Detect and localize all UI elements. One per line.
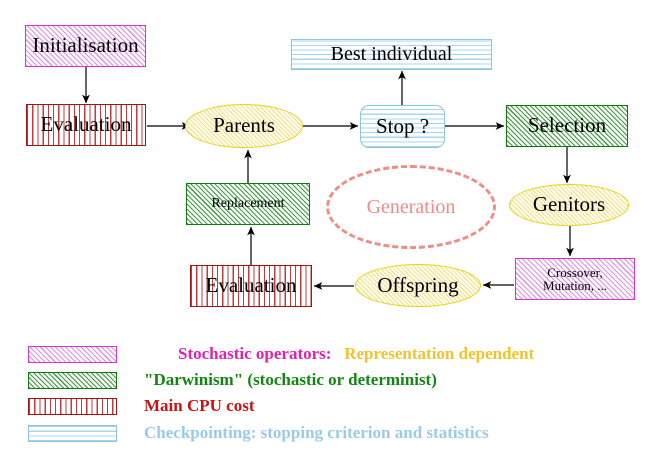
legend-row-darwinism: "Darwinism" (stochastic or determinist) (28, 370, 437, 390)
legend-label-darwinism: "Darwinism" (stochastic or determinist) (144, 370, 437, 389)
legend-text-part2: Representation dependent (344, 344, 535, 363)
legend-text-part1: Stochastic operators: (178, 344, 332, 363)
node-generation: Generation (326, 165, 496, 249)
legend-row-checkpointing: Checkpointing: stopping criterion and st… (28, 423, 489, 443)
legend-swatch-green (28, 371, 117, 389)
node-parents[interactable]: Parents (185, 104, 303, 148)
legend-label-checkpointing: Checkpointing: stopping criterion and st… (144, 423, 489, 442)
node-selection[interactable]: Selection (506, 105, 628, 147)
legend-swatch-red (28, 397, 117, 415)
node-best-individual[interactable]: Best individual (291, 39, 492, 70)
node-evaluation-bottom[interactable]: Evaluation (190, 265, 312, 307)
legend-swatch-magenta (28, 345, 117, 363)
legend: Stochastic operators: Representation dep… (0, 336, 662, 446)
node-genitors[interactable]: Genitors (509, 184, 629, 226)
node-crossover-mutation[interactable]: Crossover, Mutation, ... (515, 258, 635, 300)
node-evaluation-top[interactable]: Evaluation (26, 104, 146, 146)
legend-row-stochastic-operators: Stochastic operators: Representation dep… (28, 344, 534, 364)
legend-label-main-cpu-cost: Main CPU cost (144, 396, 255, 415)
node-initialisation[interactable]: Initialisation (25, 25, 146, 67)
legend-swatch-blue (28, 424, 117, 442)
node-replacement[interactable]: Replacement (186, 183, 310, 225)
node-stop[interactable]: Stop ? (360, 105, 445, 148)
legend-label-stochastic-operators: Stochastic operators: Representation dep… (144, 324, 534, 384)
legend-row-main-cpu-cost: Main CPU cost (28, 396, 254, 416)
node-offspring[interactable]: Offspring (355, 264, 481, 307)
